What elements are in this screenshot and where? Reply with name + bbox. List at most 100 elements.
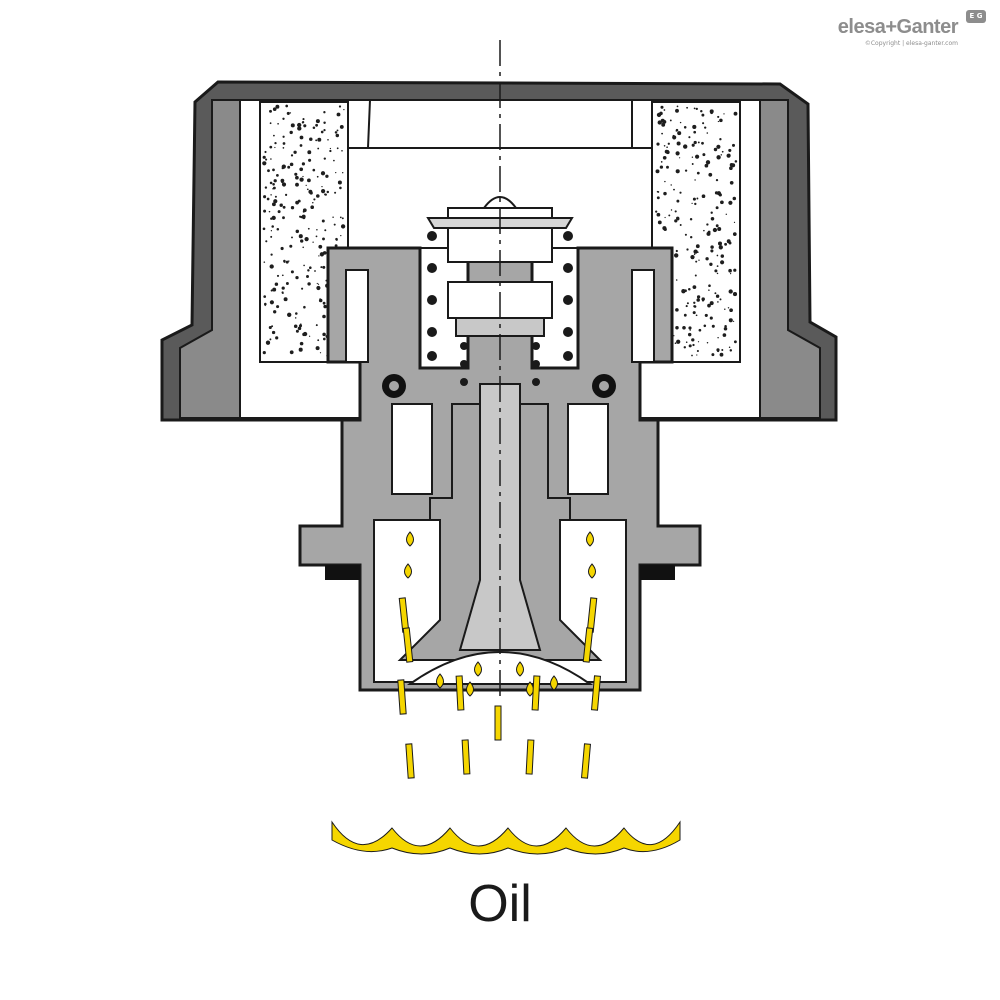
speckle-dot bbox=[294, 172, 298, 176]
speckle-dot bbox=[672, 135, 677, 140]
speckle-dot bbox=[691, 202, 693, 205]
speckle-dot bbox=[712, 227, 718, 233]
speckle-dot bbox=[684, 169, 688, 172]
speckle-dot bbox=[315, 139, 318, 142]
speckle-dot bbox=[675, 249, 678, 253]
speckle-dot bbox=[281, 182, 287, 187]
speckle-dot bbox=[282, 142, 286, 145]
speckle-dot bbox=[300, 215, 303, 219]
speckle-dot bbox=[702, 122, 705, 125]
oil-stream bbox=[461, 739, 471, 775]
speckle-dot bbox=[675, 279, 678, 281]
speckle-dot bbox=[316, 229, 318, 231]
speckle-dot bbox=[336, 129, 339, 132]
speckle-dot bbox=[285, 104, 289, 108]
speckle-dot bbox=[728, 153, 731, 156]
speckle-dot bbox=[695, 260, 698, 263]
oil-droplet bbox=[516, 661, 524, 677]
oil-droplet bbox=[474, 661, 482, 677]
speckle-dot bbox=[715, 294, 720, 298]
speckle-dot bbox=[281, 203, 283, 205]
speckle-dot bbox=[270, 194, 272, 196]
oil-droplet bbox=[404, 563, 412, 579]
spring-coil bbox=[532, 378, 540, 386]
speckle-dot bbox=[705, 160, 711, 165]
speckle-dot bbox=[714, 269, 718, 273]
speckle-dot bbox=[270, 253, 273, 256]
speckle-dot bbox=[696, 171, 700, 175]
speckle-dot bbox=[706, 223, 709, 226]
speckle-dot bbox=[329, 149, 332, 153]
speckle-dot bbox=[324, 229, 327, 232]
speckle-dot bbox=[269, 122, 272, 125]
speckle-dot bbox=[723, 113, 725, 115]
oil-label: Oil bbox=[468, 875, 532, 933]
speckle-dot bbox=[299, 167, 304, 172]
speckle-dot bbox=[710, 111, 713, 115]
speckle-dot bbox=[323, 121, 326, 125]
speckle-dot bbox=[335, 171, 337, 174]
speckle-dot bbox=[320, 171, 326, 176]
speckle-dot bbox=[697, 141, 700, 144]
speckle-dot bbox=[322, 237, 325, 241]
speckle-dot bbox=[299, 135, 304, 140]
speckle-dot bbox=[315, 123, 318, 127]
speckle-dot bbox=[309, 266, 312, 269]
speckle-dot bbox=[283, 261, 286, 263]
speckle-dot bbox=[727, 307, 730, 309]
speckle-dot bbox=[733, 320, 735, 322]
speckle-dot bbox=[293, 324, 298, 329]
speckle-dot bbox=[290, 270, 294, 274]
speckle-dot bbox=[679, 224, 682, 226]
speckle-dot bbox=[733, 221, 736, 224]
speckle-dot bbox=[666, 165, 669, 169]
speckle-dot bbox=[290, 154, 294, 157]
speckle-dot bbox=[276, 174, 279, 177]
speckle-dot bbox=[323, 128, 326, 132]
speckle-dot bbox=[716, 144, 721, 149]
speckle-dot bbox=[312, 241, 314, 243]
speckle-dot bbox=[343, 108, 345, 111]
speckle-dot bbox=[691, 354, 693, 357]
speckle-dot bbox=[308, 335, 311, 337]
speckle-dot bbox=[271, 202, 276, 207]
speckle-dot bbox=[340, 224, 346, 229]
speckle-dot bbox=[269, 338, 272, 341]
speckle-dot bbox=[338, 105, 342, 108]
speckle-dot bbox=[711, 353, 715, 357]
speckle-dot bbox=[268, 210, 271, 213]
speckle-dot bbox=[336, 112, 341, 117]
speckle-dot bbox=[299, 177, 304, 182]
speckle-dot bbox=[287, 312, 292, 317]
speckle-dot bbox=[686, 106, 689, 109]
speckle-dot bbox=[336, 147, 339, 150]
speckle-dot bbox=[724, 308, 726, 311]
speckle-dot bbox=[684, 233, 687, 236]
speckle-dot bbox=[268, 325, 272, 330]
speckle-dot bbox=[315, 346, 320, 351]
speckle-dot bbox=[717, 227, 722, 231]
speckle-dot bbox=[728, 268, 732, 273]
speckle-dot bbox=[315, 235, 318, 238]
speckle-dot bbox=[271, 325, 274, 328]
speckle-dot bbox=[723, 327, 728, 331]
speckle-dot bbox=[294, 317, 297, 319]
speckle-dot bbox=[282, 205, 286, 209]
speckle-dot bbox=[270, 230, 273, 232]
speckle-dot bbox=[272, 168, 275, 172]
speckle-dot bbox=[713, 147, 718, 152]
speckle-dot bbox=[297, 326, 302, 331]
speckle-dot bbox=[657, 220, 662, 225]
speckle-dot bbox=[659, 111, 663, 116]
speckle-dot bbox=[729, 308, 733, 313]
speckle-dot bbox=[287, 165, 291, 169]
speckle-dot bbox=[322, 251, 327, 255]
speckle-dot bbox=[322, 337, 326, 341]
speckle-dot bbox=[341, 217, 344, 220]
oil-stream bbox=[405, 743, 415, 779]
speckle-dot bbox=[281, 166, 284, 170]
oil-stream bbox=[494, 705, 502, 741]
speckle-dot bbox=[701, 113, 705, 117]
speckle-dot bbox=[666, 146, 668, 148]
speckle-dot bbox=[691, 156, 694, 158]
